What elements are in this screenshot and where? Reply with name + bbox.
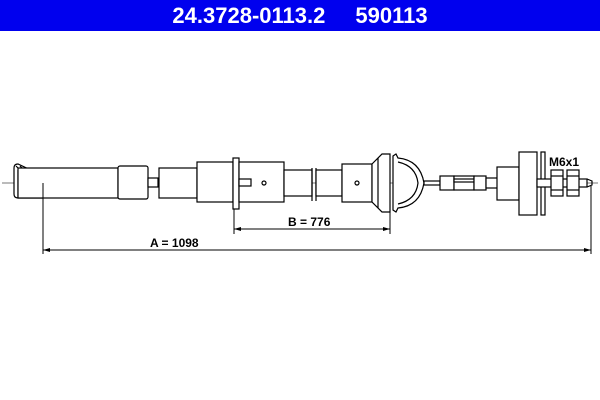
reference-number: 590113 [355,2,428,28]
tube-2 [196,161,234,203]
cable-assembly [13,151,593,216]
thread-label: M6x1 [549,155,579,169]
dimension-b-label: B = 776 [288,215,331,229]
ferrule-left [117,165,149,200]
tube-1 [158,167,198,199]
flange-1 [232,157,240,210]
dimension-a-label: A = 1098 [150,236,199,250]
cone-flange [371,153,391,213]
tube-4 [283,169,313,197]
part-number: 24.3728-0113.2 [172,2,326,28]
inner-cable [423,180,441,186]
bushing [496,166,520,201]
nut-2 [566,169,580,197]
title-bar: 24.3728-0113.2 590113 [0,0,600,31]
outer-sleeve [17,167,119,199]
nut-1 [550,169,564,197]
large-washer [518,151,538,216]
slotted-sleeve [439,175,455,191]
dimension-lines [42,183,592,254]
dome-cup [392,153,425,213]
